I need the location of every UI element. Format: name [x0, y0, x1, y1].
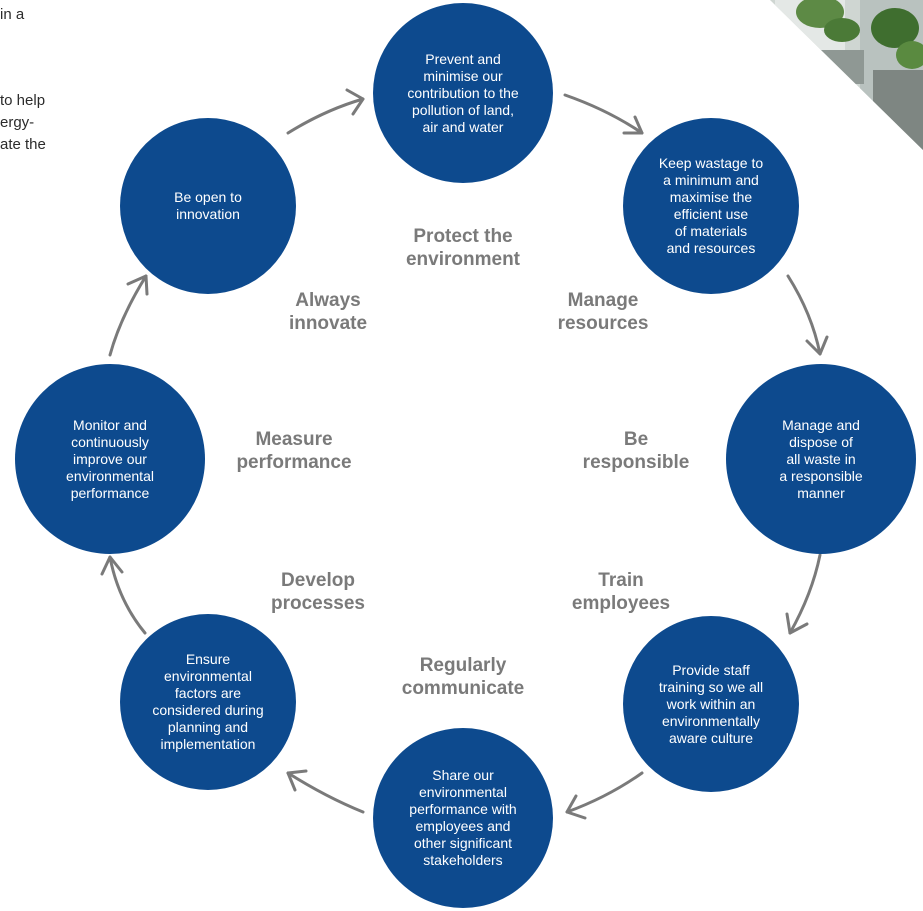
theme-always-innovate: Always innovate — [288, 290, 368, 334]
theme-manage-resources: Manage resources — [557, 290, 649, 334]
circle-manage-waste: Manage and dispose of all waste in a res… — [726, 364, 916, 554]
circle-text: Manage and dispose of all waste in a res… — [779, 416, 863, 501]
circle-text: Be open to innovation — [174, 189, 242, 222]
intro-fragment-3: ergy- — [0, 114, 35, 131]
circle-ensure-factors: Ensure environmental factors are conside… — [120, 614, 296, 790]
intro-fragment-4: ate the — [0, 136, 46, 153]
arrow-dispose-to-training — [788, 553, 822, 635]
circle-staff-training: Provide staff training so we all work wi… — [623, 616, 799, 792]
circle-keep-wastage: Keep wastage to a minimum and maximise t… — [623, 118, 799, 294]
theme-measure-performance: Measure performance — [236, 429, 352, 473]
arrow-monitor-to-innovation — [108, 274, 148, 357]
theme-protect-environment: Protect the environment — [405, 226, 521, 270]
arrow-innovation-to-prevent — [286, 97, 365, 135]
theme-regularly-communicate: Regularly communicate — [401, 655, 525, 699]
circle-monitor-improve: Monitor and continuously improve our env… — [15, 364, 205, 554]
intro-fragment-1: in a — [0, 6, 25, 23]
circle-text: Keep wastage to a minimum and maximise t… — [658, 155, 764, 256]
arrow-share-to-ensure — [286, 771, 365, 814]
theme-train-employees: Train employees — [571, 570, 671, 614]
circle-text: Provide staff training so we all work wi… — [658, 661, 764, 746]
circle-text: Ensure environmental factors are conside… — [152, 651, 264, 752]
theme-develop-processes: Develop processes — [270, 570, 365, 614]
circle-text: Monitor and continuously improve our env… — [66, 416, 154, 501]
arrow-prevent-to-wastage — [563, 93, 644, 135]
circle-text: Prevent and minimise our contribution to… — [407, 50, 519, 135]
circle-prevent-pollution: Prevent and minimise our contribution to… — [373, 3, 553, 183]
circle-open-innovation: Be open to innovation — [120, 118, 296, 294]
arrow-training-to-share — [565, 771, 644, 814]
theme-be-responsible: Be responsible — [582, 429, 690, 473]
arrow-ensure-to-monitor — [108, 555, 147, 635]
intro-fragment-2: to help — [0, 92, 46, 109]
arrow-wastage-to-dispose — [786, 274, 822, 356]
circle-share-performance: Share our environmental performance with… — [373, 728, 553, 908]
circle-text: Share our environmental performance with… — [409, 767, 517, 868]
